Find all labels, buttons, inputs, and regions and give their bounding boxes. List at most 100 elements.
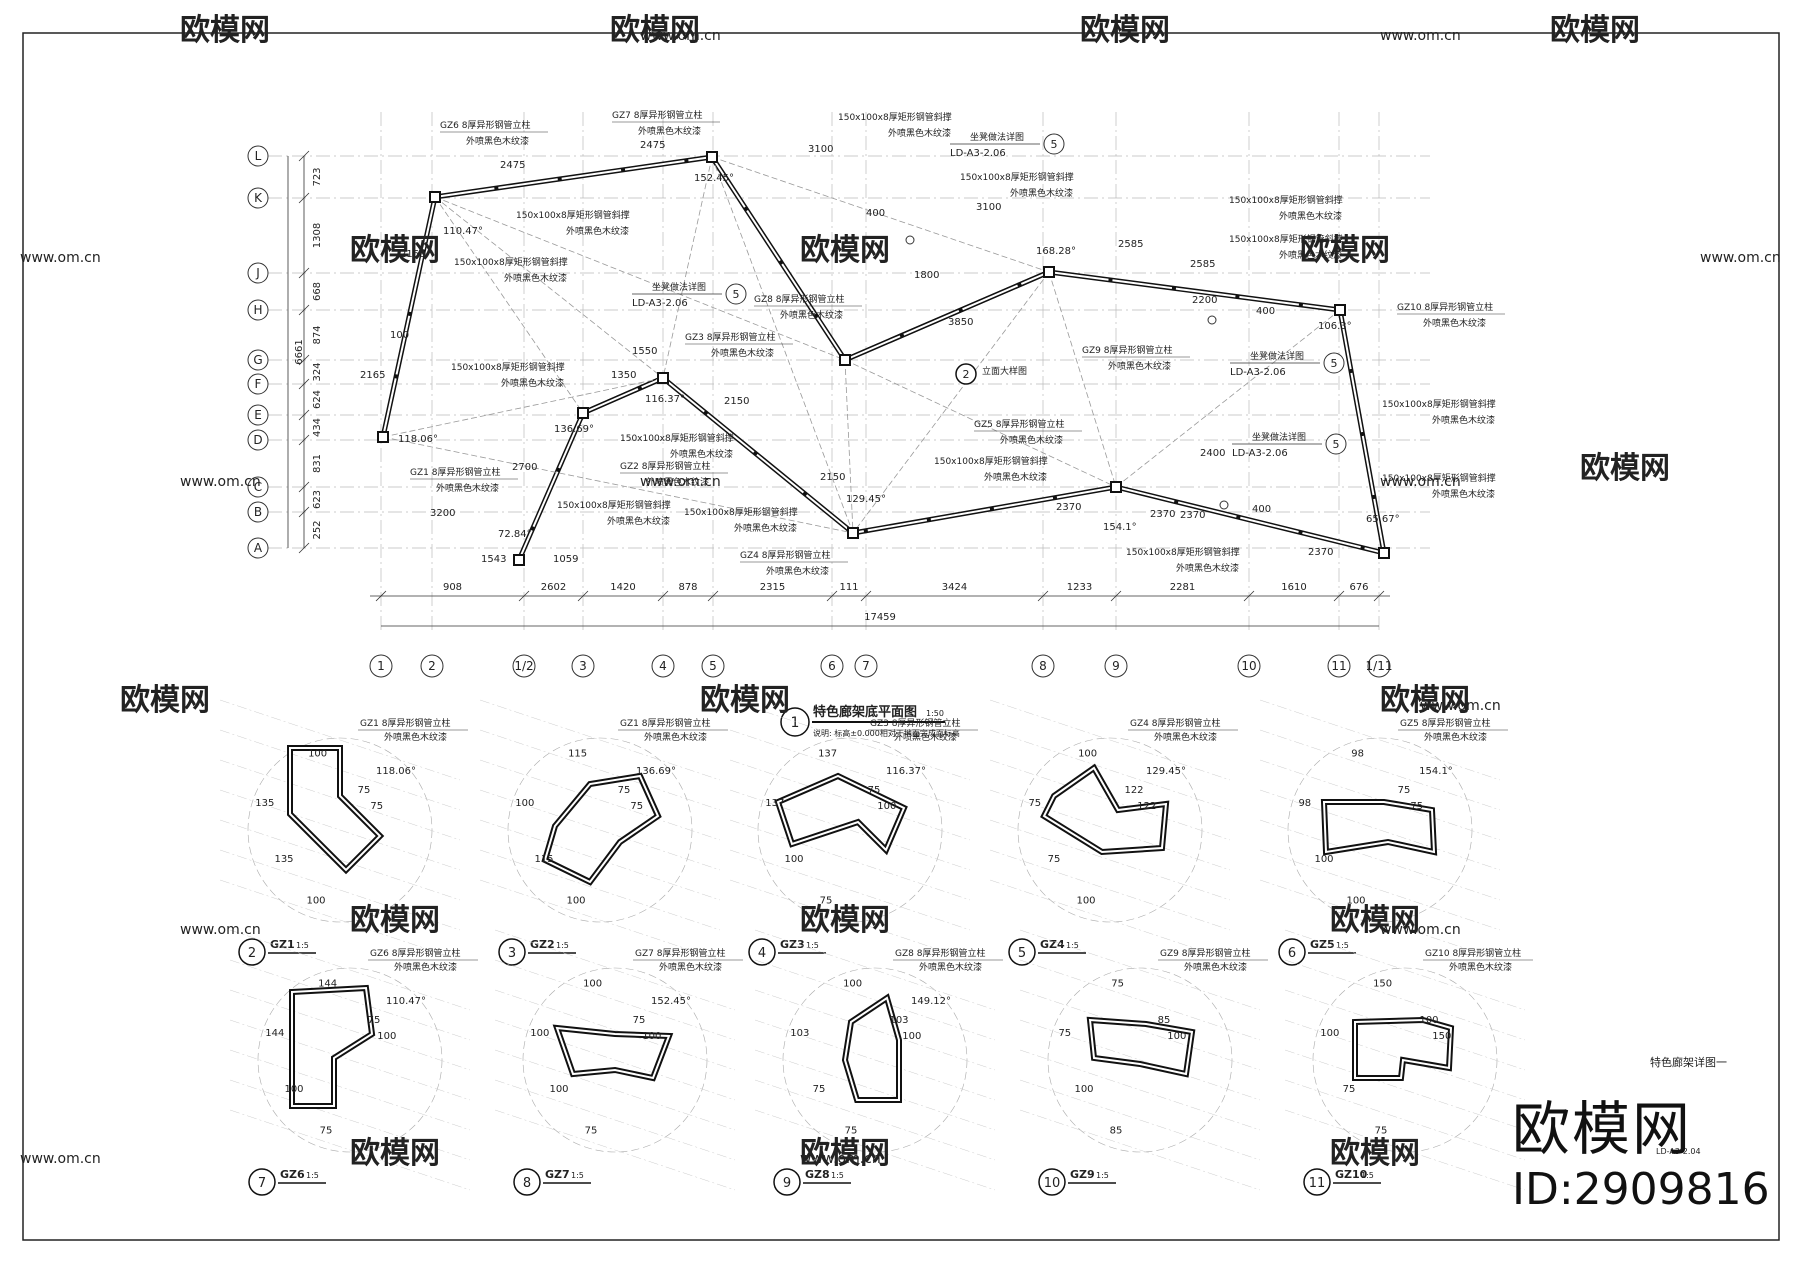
column-label-sub: 外喷黑色木纹漆 [466,135,529,147]
detail-grid-line [754,989,996,1071]
beam-inner [382,196,436,438]
segment-length: 3100 [976,202,1001,213]
detail-dim: 100 [642,1031,661,1042]
grid-col-bubble [651,654,675,678]
detail-grid-line [729,729,971,811]
beam-label-sub: 外喷黑色木纹漆 [670,448,733,460]
segment-length: 3100 [808,144,833,155]
watermark-site: www.om.cn [1420,698,1501,714]
watermark-tile: 欧模网 [610,13,700,48]
segment-length: 400 [866,208,885,219]
watermark-tile: 欧模网 [350,233,440,268]
detail-grid-line [989,849,1231,931]
column-node [1378,547,1390,559]
detail-grid-line [229,1079,471,1161]
beam-label-sub: 外喷黑色木纹漆 [566,225,629,237]
detail-dim: 100 [515,798,534,809]
watermark-site: www.om.cn [640,28,721,44]
detail-dim: 100 [843,978,862,989]
segment-length: 2370 [1056,502,1081,513]
detail-grid-line [989,789,1231,871]
detail-code: GZ10 [1335,1168,1368,1181]
bracing-line [852,271,1050,534]
angle-label: 65.67° [1366,514,1400,525]
detail-ref-num: 5 [1333,438,1340,451]
segment-length: 3200 [430,508,455,519]
detail-grid-line [229,989,471,1071]
detail-arc [1312,967,1498,1153]
detail-code: GZ1 [270,938,295,951]
detail-grid-line [229,1109,471,1191]
detail-label-sub: 外喷黑色木纹漆 [1424,731,1487,743]
detail-code: GZ7 [545,1168,570,1181]
detail-grid-line [479,819,721,901]
column-label-sub: 外喷黑色木纹漆 [1000,434,1063,446]
tube-wall-inner [1088,1018,1194,1076]
tube-wall-outer [289,984,376,1109]
detail-label: GZ9 8厚异形钢管立柱 [1160,947,1250,959]
grid-row-label: A [254,541,263,555]
bracing-line [434,196,664,379]
angle-label: 106.3° [1318,321,1352,332]
detail-dim: 103 [889,1015,908,1026]
detail-dim: 100 [902,1031,921,1042]
segment-length: 2700 [512,462,537,473]
title-num: 1 [791,715,800,731]
grid-col-label: 8 [1039,659,1047,673]
detail-grid-line [729,879,971,961]
detail-label: GZ3 8厚异形钢管立柱 [870,717,960,729]
col-dim-text: 2602 [541,582,566,593]
col-dim-text: 1420 [610,582,635,593]
detail-grid-line [494,1109,736,1191]
watermark-tile: 欧模网 [1330,903,1420,938]
detail-ref-bubble [725,283,747,305]
sheet-border [22,32,1780,1241]
watermark-tile: 欧模网 [700,683,790,718]
col-dim-tick [860,590,872,602]
grid-row-label: F [255,377,262,391]
detail-grid-line [494,1079,736,1161]
grid-col-bubble [1237,654,1261,678]
elevation-ref-text: 立面大样图 [982,365,1027,377]
row-dim-text: 831 [312,454,323,473]
detail-dim: 75 [1058,1028,1071,1039]
row-dim-text: 624 [312,390,323,409]
tube-wall-outer [774,772,908,856]
grid-col-label: 2 [428,659,436,673]
detail-dim: 137 [765,798,784,809]
tube-wall-outer [1086,1016,1196,1078]
detail-num: 7 [258,1176,266,1191]
column-node [847,527,859,539]
beam-label: 150x100x8厚矩形钢管斜撑 [1382,398,1496,410]
bracing-line [844,359,854,534]
bracing-line [1048,271,1117,488]
grid-col-bubble [820,654,844,678]
watermark-tile: 欧模网 [1080,13,1170,48]
angle-label: 118.06° [398,434,438,445]
grid-col-bubble [571,654,595,678]
detail-grid-line [494,1049,736,1131]
detail-dim: 75 [1343,1084,1356,1095]
bracing-line [434,196,584,414]
detail-ref-num: 5 [1331,357,1338,370]
detail-grid-line [729,789,971,871]
row-dim-tick [298,267,310,279]
watermark-tile: 欧模网 [1380,683,1470,718]
detail-dim: 75 [845,1126,858,1137]
detail-grid-line [729,849,971,931]
detail-dim: 85 [1158,1015,1171,1026]
detail-grid-line [1284,1049,1526,1131]
detail-grid-line [754,1079,996,1161]
beam-label: 150x100x8厚矩形钢管斜撑 [451,361,565,373]
detail-grid-line [494,1019,736,1101]
beam-inner [711,156,846,361]
watermark-site: www.om.cn [800,1151,881,1167]
row-dim-tick [298,304,310,316]
grid-col-label: 10 [1241,659,1256,673]
segment-length: 1059 [553,554,578,565]
row-dim-text: 623 [312,490,323,509]
detail-arc [247,737,433,923]
watermark-tile: 欧模网 [1300,233,1390,268]
